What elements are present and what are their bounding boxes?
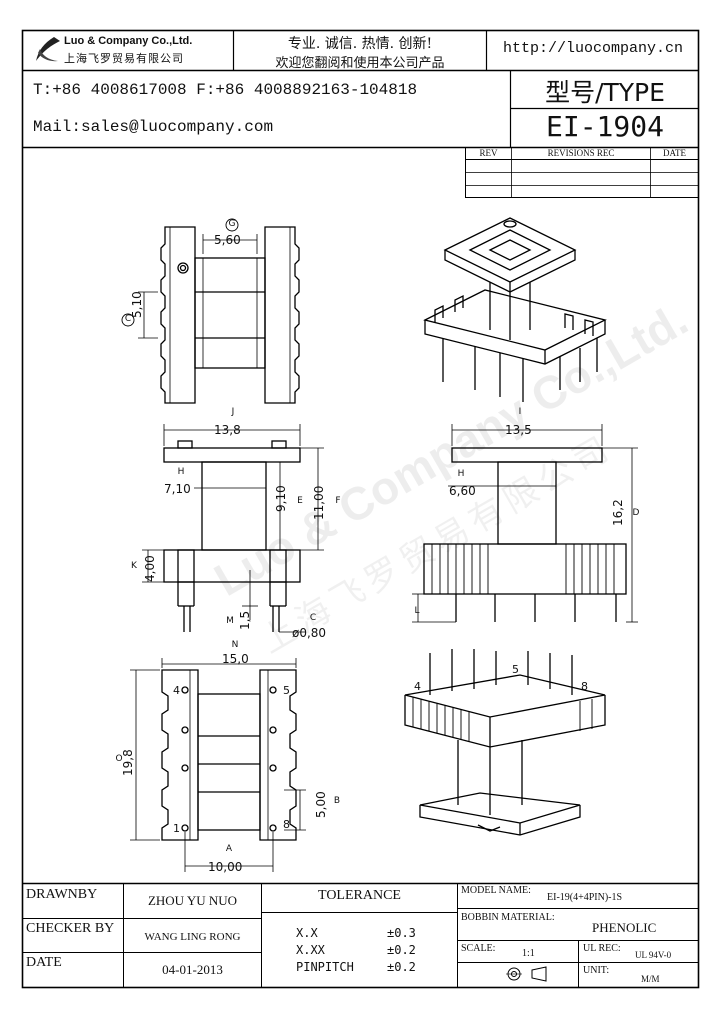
- slogan: 专业. 诚信. 热情. 创新!: [287, 36, 433, 52]
- bobbin-label: BOBBIN MATERIAL:: [461, 912, 555, 923]
- rev-col-header: REV: [479, 148, 498, 158]
- marker-e: E: [297, 496, 303, 506]
- dim-side-h: 6,60: [449, 484, 476, 498]
- marker-l: L: [414, 606, 420, 616]
- date-col-header: DATE: [663, 148, 686, 158]
- dim-front-m: 1,5: [238, 610, 252, 630]
- tolerance-label: TOLERANCE: [318, 888, 401, 903]
- drawnby-label: DRAWNBY: [26, 887, 98, 902]
- iso-pin-label-8: 8: [581, 680, 588, 693]
- dim-top-c: 5,10: [130, 291, 144, 318]
- drawnby-value: ZHOU YU NUO: [147, 893, 238, 908]
- tol1-label: X.X: [296, 926, 318, 940]
- phone-fax-line: T:+86 4008617008 F:+86 4008892163-104818: [33, 81, 418, 99]
- side-view-drawing: [412, 424, 638, 623]
- dim-top-g: 5,60: [214, 233, 241, 247]
- company-logo-icon: [36, 37, 60, 62]
- dim-front-c: ø0,80: [292, 626, 327, 640]
- company-name-en: Luo & Company Co.,Ltd.: [64, 35, 193, 47]
- type-label: 型号/TYPE: [545, 78, 665, 107]
- model-name-value: EI-19(4+4PIN)-1S: [547, 892, 623, 903]
- iso-pin-label-5: 5: [512, 663, 519, 676]
- dim-front-f: 11,00: [312, 485, 326, 520]
- tol2-label: X.XX: [296, 943, 325, 957]
- date-value: 04-01-2013: [162, 962, 223, 977]
- bottom-view-drawing: [130, 658, 306, 872]
- company-url[interactable]: http://luocompany.cn: [502, 40, 684, 57]
- checker-label: CHECKER BY: [26, 921, 115, 936]
- dim-bot-a: 10,00: [208, 860, 243, 874]
- model-name-label: MODEL NAME:: [461, 885, 531, 896]
- marker-n: N: [231, 640, 239, 650]
- marker-o: O: [115, 754, 123, 764]
- checker-value: WANG LING RONG: [144, 931, 241, 943]
- tol3-value: ±0.2: [387, 960, 416, 974]
- tol1-value: ±0.3: [387, 926, 416, 940]
- marker-a: A: [225, 844, 233, 854]
- revisions-rec-col-header: REVISIONS REC: [547, 148, 615, 158]
- marker-h-side: H: [457, 469, 465, 479]
- ulrec-label: UL REC:: [583, 943, 621, 954]
- dim-side-i: 13,5: [505, 423, 532, 437]
- marker-h-front: H: [177, 467, 185, 477]
- iso-view-drawing: [423, 217, 607, 402]
- ulrec-value: UL 94V-0: [635, 950, 672, 960]
- unit-label: UNIT:: [583, 965, 610, 976]
- pin-label-4: 4: [173, 684, 180, 697]
- front-view-drawing: [142, 424, 324, 633]
- pin-label-8: 8: [283, 818, 290, 831]
- marker-c-top: C: [124, 314, 132, 324]
- pin-label-5: 5: [283, 684, 290, 697]
- scale-value: 1:1: [522, 948, 535, 959]
- iso-bottom-view-drawing: [404, 649, 606, 836]
- company-name-cn: 上海飞罗贸易有限公司: [64, 52, 184, 65]
- marker-k: K: [131, 561, 137, 571]
- marker-d: D: [632, 508, 640, 518]
- marker-j: J: [231, 407, 235, 417]
- scale-label: SCALE:: [461, 943, 496, 954]
- marker-c-front: C: [309, 613, 317, 623]
- pin-label-1: 1: [173, 822, 180, 835]
- marker-m: M: [226, 616, 234, 626]
- dim-bot-n: 15,0: [222, 652, 249, 666]
- bobbin-value: PHENOLIC: [592, 920, 657, 935]
- marker-f: F: [335, 496, 341, 506]
- model-number: EI-1904: [545, 110, 664, 143]
- marker-b: B: [333, 796, 341, 806]
- dimension-marker-circles: [110, 640, 170, 710]
- dim-front-k: 4,00: [143, 555, 157, 582]
- dim-bot-b: 5,00: [314, 791, 328, 818]
- marker-g-top: G: [228, 219, 236, 229]
- projection-symbol-icon: [506, 966, 547, 982]
- marker-i: I: [518, 407, 522, 417]
- dim-side-d: 16,2: [611, 499, 625, 526]
- welcome-text: 欢迎您翻阅和使用本公司产品: [275, 56, 445, 71]
- iso-pin-label-4: 4: [414, 680, 421, 693]
- dim-front-h: 7,10: [164, 482, 191, 496]
- dim-front-e: 9,10: [274, 485, 288, 512]
- top-view-drawing: [121, 218, 300, 404]
- dim-front-j: 13,8: [214, 423, 241, 437]
- date-label: DATE: [26, 955, 62, 970]
- unit-value: M/M: [641, 974, 660, 984]
- tol2-value: ±0.2: [387, 943, 416, 957]
- mail-line[interactable]: Mail:sales@luocompany.com: [33, 118, 274, 136]
- tol3-label: PINPITCH: [296, 960, 354, 974]
- dim-bot-o: 19,8: [121, 749, 135, 776]
